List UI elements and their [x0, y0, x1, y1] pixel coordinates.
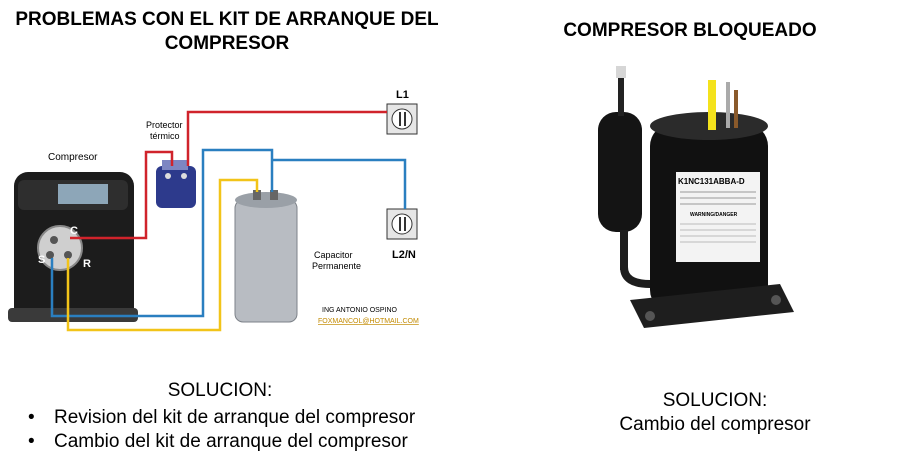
wire-red-l1: [186, 110, 387, 166]
l2-label: L2/N: [392, 249, 416, 261]
wire-blue: [50, 148, 274, 318]
right-solution-heading: SOLUCION:: [662, 390, 768, 411]
protector-label-1: Protector: [146, 120, 183, 130]
wire-red: [70, 150, 174, 240]
wire-blue-l2: [272, 158, 407, 209]
left-title: PROBLEMAS CON EL KIT DE ARRANQUE DEL COM…: [15, 9, 439, 54]
l1-label: L1: [396, 89, 409, 101]
compressor-model: K1NC131ABBA-D: [678, 177, 745, 186]
left-solution-list: Revision del kit de arranque del compres…: [24, 406, 415, 454]
compressor-label: Compresor: [48, 152, 98, 163]
capacitor-label-1: Capacitor: [314, 250, 353, 260]
capacitor: [234, 190, 298, 323]
terminal-c-label: C: [70, 225, 78, 237]
locked-compressor-image: K1NC131ABBA-D WARNING/DANGER: [598, 66, 794, 328]
l1-terminal: [386, 103, 418, 135]
author-email: FOXMANCOL@HOTMAIL.COM: [318, 318, 419, 325]
l2-terminal: [386, 208, 418, 240]
right-title: COMPRESOR BLOQUEADO: [563, 20, 817, 41]
thermal-protector: [156, 160, 196, 208]
wire-yellow: [66, 178, 259, 332]
terminal-s-label: S: [38, 254, 45, 266]
warning-label: WARNING/DANGER: [690, 212, 738, 218]
left-solution-heading: SOLUCION:: [167, 380, 273, 401]
left-solution-item-1: Revision del kit de arranque del compres…: [24, 406, 415, 430]
author-name: ING ANTONIO OSPINO: [322, 307, 397, 314]
terminal-r-label: R: [83, 258, 91, 270]
capacitor-label-2: Permanente: [312, 261, 361, 271]
compressor-image: [8, 172, 138, 322]
protector-label-2: térmico: [150, 131, 180, 141]
wiring-diagram: Compresor C S R Protector térmico Capaci…: [8, 89, 419, 332]
left-solution-item-2: Cambio del kit de arranque del compresor: [24, 430, 415, 454]
right-solution-text: Cambio del compresor: [619, 414, 811, 435]
